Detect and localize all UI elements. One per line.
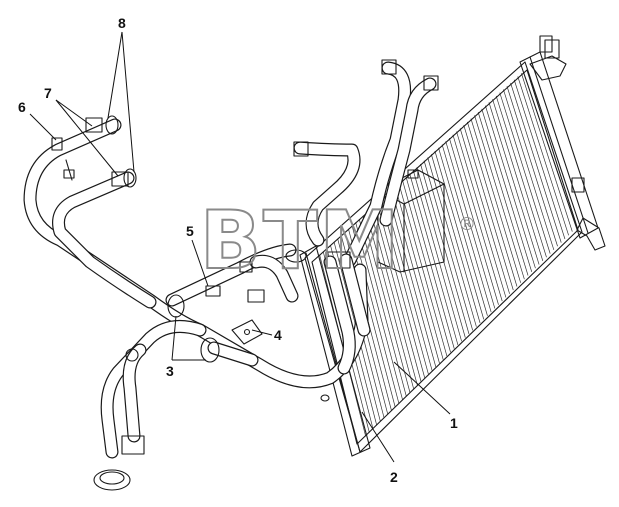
condenser-fin-line — [380, 199, 429, 375]
upper-fitting-mid — [381, 59, 397, 75]
pipe-end-lower — [123, 168, 137, 188]
condenser-fin-line — [394, 186, 444, 360]
condenser-fin-line — [474, 115, 525, 280]
callout-7: 7 — [44, 85, 52, 101]
callout-4: 4 — [274, 327, 282, 343]
condenser-fin-line — [467, 121, 518, 287]
outlet-fitting — [93, 469, 131, 491]
condenser-fin-line — [376, 202, 426, 378]
condenser-fin-line — [470, 118, 521, 283]
condenser-fin-line — [459, 128, 510, 294]
coolant-pipes — [23, 61, 437, 459]
condenser-fin-line — [416, 167, 466, 338]
condenser-fin-line — [456, 131, 507, 298]
condenser-radiator — [299, 39, 606, 457]
condenser-fin-line — [398, 183, 448, 357]
condenser-fin-line — [405, 176, 455, 349]
condenser-fin-line — [517, 76, 569, 236]
right-bracket — [571, 177, 585, 193]
watermark: BTM ® — [199, 193, 476, 288]
condenser-fin-line — [362, 215, 411, 393]
condenser-fin-line — [427, 157, 477, 327]
condenser-fin-line — [506, 86, 558, 247]
hose-clamp-5 — [205, 285, 221, 297]
condenser-fin-line — [495, 95, 547, 258]
callout-6: 6 — [18, 99, 26, 115]
connector-7-lower — [111, 171, 129, 187]
condenser-fin-line — [420, 163, 470, 335]
condenser-fin-line — [351, 225, 400, 404]
callout-1: 1 — [450, 415, 458, 431]
fittings — [51, 35, 553, 491]
callout-3: 3 — [166, 363, 174, 379]
condenser-fin-line — [412, 170, 462, 342]
callout-5: 5 — [186, 223, 194, 239]
condenser-fin-line — [430, 154, 481, 324]
bracket-4 — [231, 319, 263, 345]
condenser-fin-line — [510, 82, 562, 243]
watermark-registered-mark: ® — [458, 214, 476, 235]
condenser-fin-line — [438, 147, 488, 316]
condenser-fin-line — [452, 134, 503, 302]
condenser-fin-line — [499, 92, 551, 254]
condenser-fin-line — [492, 99, 544, 262]
callout-8: 8 — [118, 15, 126, 31]
upper-fitting-left — [293, 141, 309, 157]
connector-7-upper — [85, 117, 103, 133]
condenser-fin-line — [477, 112, 529, 276]
sensor-6 — [51, 137, 63, 151]
condenser-fin-line — [373, 206, 422, 382]
condenser-fin-line — [441, 144, 492, 313]
clamp-3-b — [200, 337, 220, 363]
callout-2: 2 — [390, 469, 398, 485]
condenser-fin-line — [434, 150, 485, 320]
lower-bracket — [576, 217, 606, 251]
watermark-text: BTM — [200, 194, 401, 287]
condenser-fin-line — [463, 125, 514, 291]
condenser-fin-line — [384, 196, 433, 371]
leader-lines — [29, 31, 451, 463]
upper-fitting-right — [423, 75, 439, 91]
callout-labels: 8 7 6 5 4 3 2 1 — [18, 15, 458, 485]
condenser-fin-line — [387, 193, 437, 367]
condenser-fin-line — [513, 79, 566, 240]
condenser-fin-line — [488, 102, 540, 265]
condenser-fin-line — [423, 160, 474, 331]
condenser-fin-line — [503, 89, 555, 251]
condenser-fin-line — [409, 173, 459, 346]
condenser-fin-line — [448, 137, 499, 305]
condenser-fin-line — [355, 222, 403, 400]
condenser-fin-line — [485, 105, 536, 269]
condenser-fin-line — [481, 108, 533, 272]
condenser-fin-line — [391, 189, 440, 364]
condenser-fin-line — [366, 212, 414, 389]
condenser-fin-line — [445, 141, 496, 309]
condenser-fin-line — [521, 73, 573, 232]
pipe-end-upper — [105, 115, 119, 135]
